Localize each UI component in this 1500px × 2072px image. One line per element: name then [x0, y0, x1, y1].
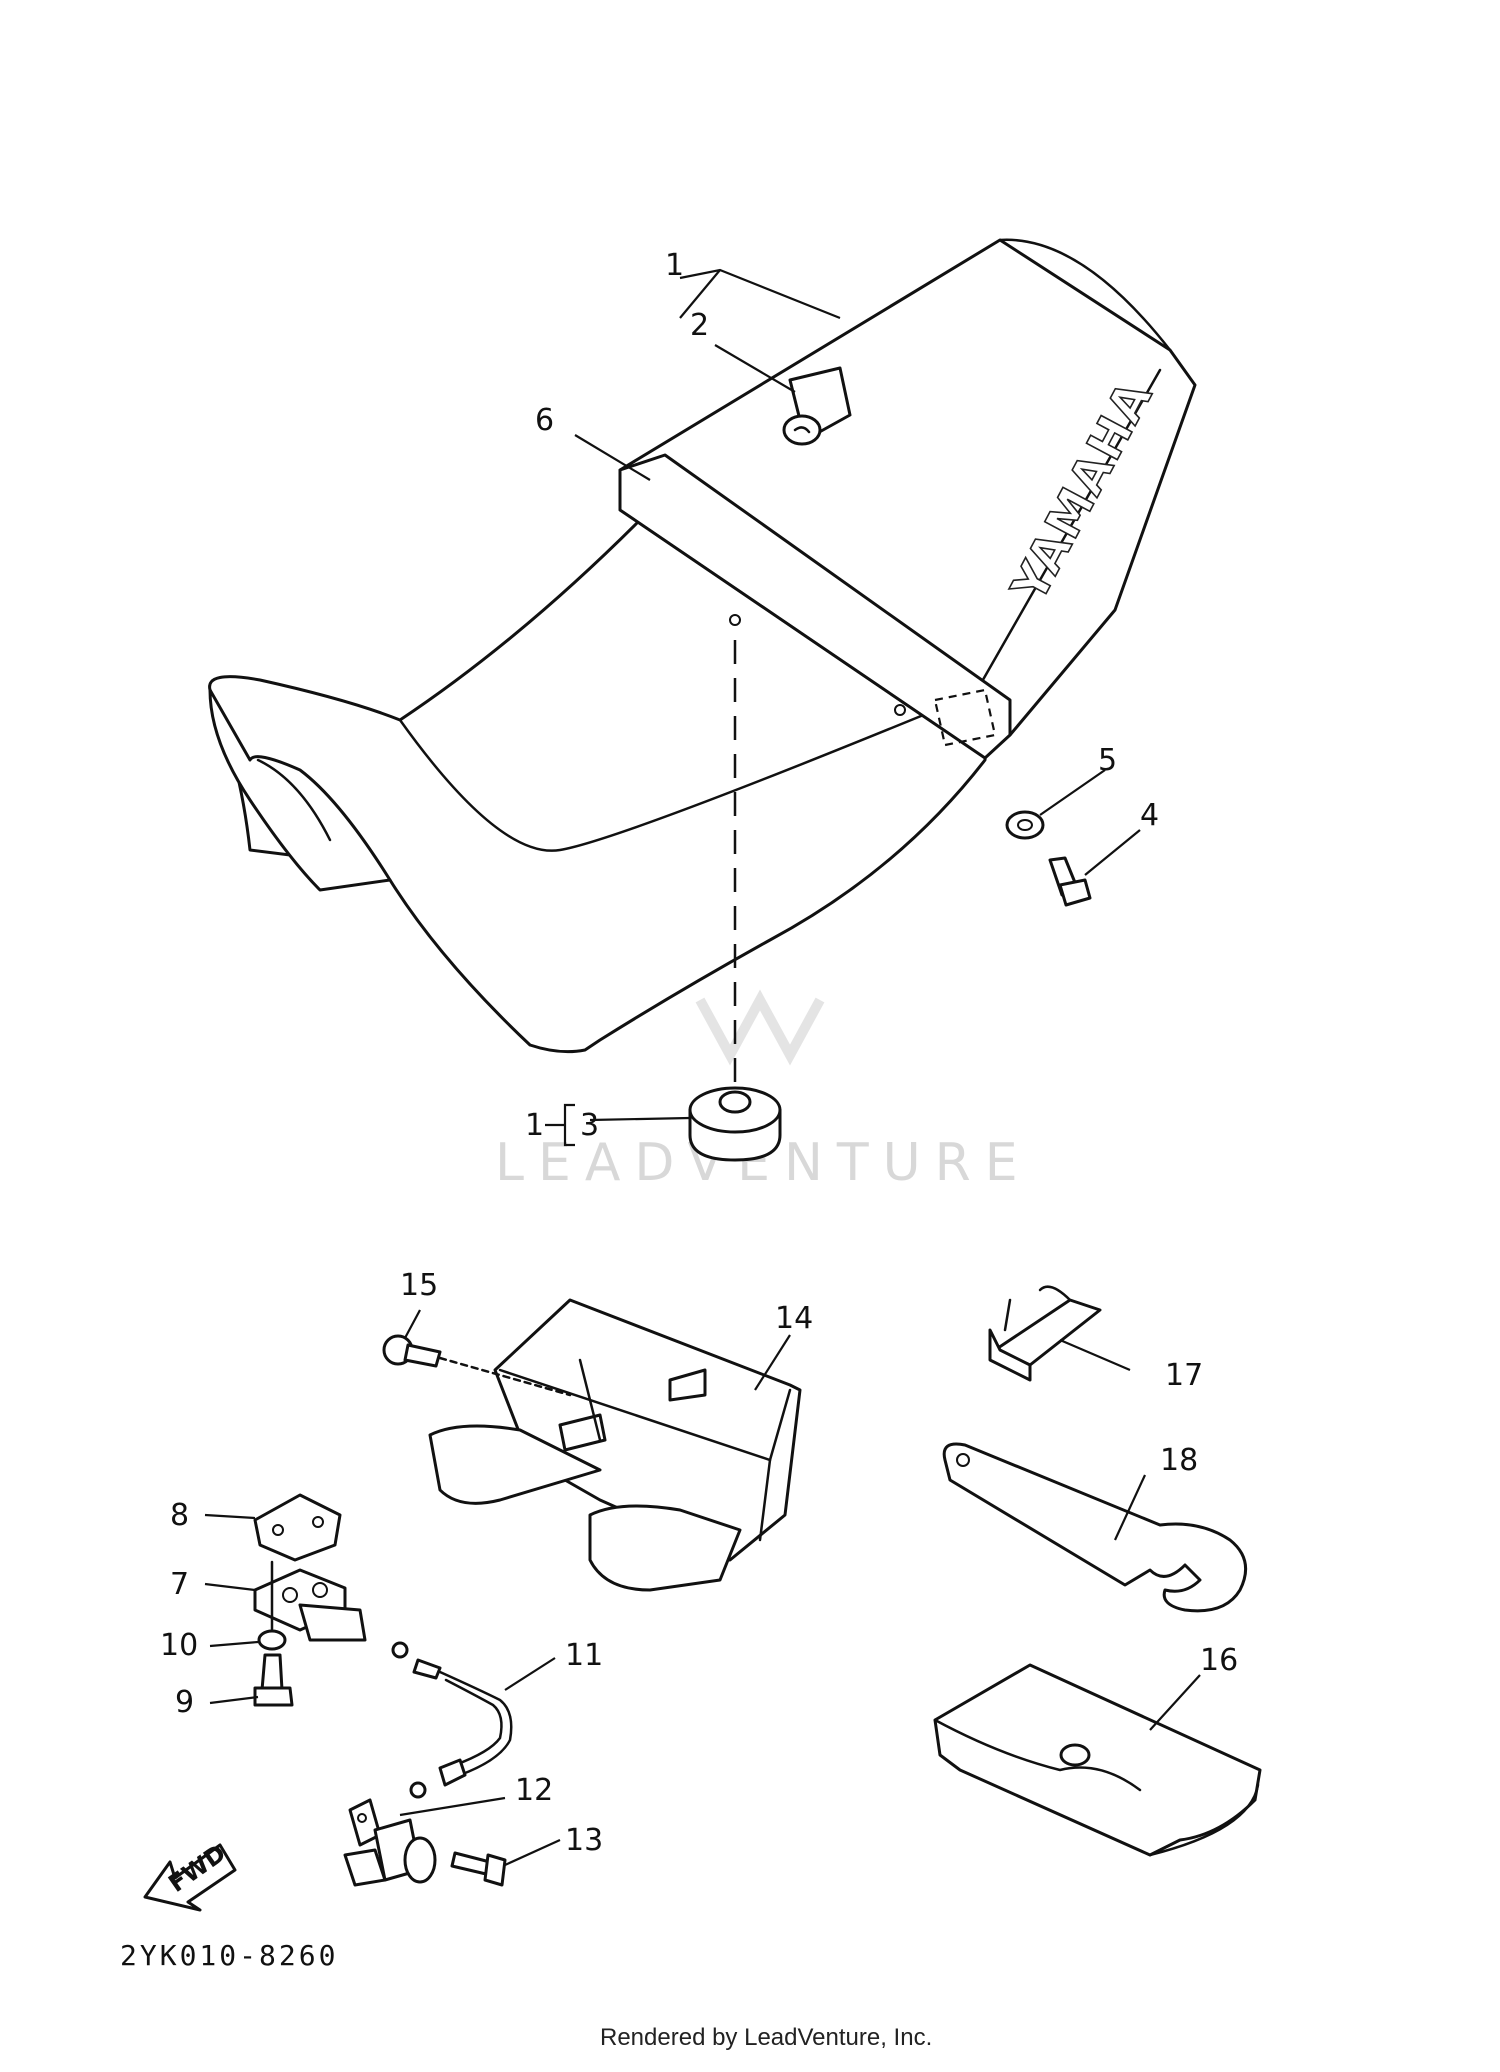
wrench-18 [942, 1442, 1248, 1613]
part-code: 2YK010-8260 [120, 1939, 338, 1972]
holder-17 [988, 1285, 1102, 1382]
callout-11: 11 [565, 1638, 603, 1673]
washer-10 [257, 1629, 287, 1651]
leader-lines [204, 268, 1201, 1867]
seat-front-lip [208, 688, 392, 892]
callout-6: 6 [535, 403, 554, 438]
plate-8 [253, 1493, 342, 1562]
callout-8: 8 [170, 1498, 189, 1533]
bolt-4 [1048, 856, 1092, 907]
cable-11 [391, 1641, 513, 1799]
seat-hook [782, 366, 852, 446]
callout-13: 13 [565, 1823, 603, 1858]
callout-2: 2 [690, 308, 709, 343]
callout-18: 18 [1160, 1443, 1198, 1478]
callout-9: 9 [175, 1685, 194, 1720]
callout-12: 12 [515, 1773, 553, 1808]
callout-10: 10 [160, 1628, 198, 1663]
callout-17: 17 [1165, 1358, 1203, 1393]
callout-1: 1 [665, 248, 684, 283]
lock-7 [253, 1560, 367, 1642]
callout-16: 16 [1200, 1643, 1238, 1678]
callout-5: 5 [1098, 743, 1117, 778]
callout-14: 14 [775, 1301, 813, 1336]
fwd-arrow: FWD [143, 1839, 237, 1912]
seat-damper [688, 1086, 782, 1162]
callout-15: 15 [400, 1268, 438, 1303]
seat-lock-cylinder [343, 1798, 437, 1887]
storage-tray [428, 1298, 802, 1592]
seat-assembly: YAMAHA [208, 238, 1197, 1100]
callout-4: 4 [1140, 798, 1159, 833]
bolt-13 [450, 1851, 507, 1887]
render-credit: Rendered by LeadVenture, Inc. [600, 2024, 932, 2051]
callout-3-parent: 1 [525, 1108, 544, 1143]
screw-15 [382, 1334, 572, 1397]
callout-numbers: 1 2 6 5 4 1 3 15 14 17 18 16 8 7 10 9 11… [160, 248, 1238, 1858]
bolt-9 [253, 1653, 294, 1707]
collar [1005, 810, 1045, 840]
callout-3: 3 [580, 1108, 599, 1143]
tool-bag-16 [933, 1663, 1262, 1857]
callout-7: 7 [170, 1567, 189, 1602]
